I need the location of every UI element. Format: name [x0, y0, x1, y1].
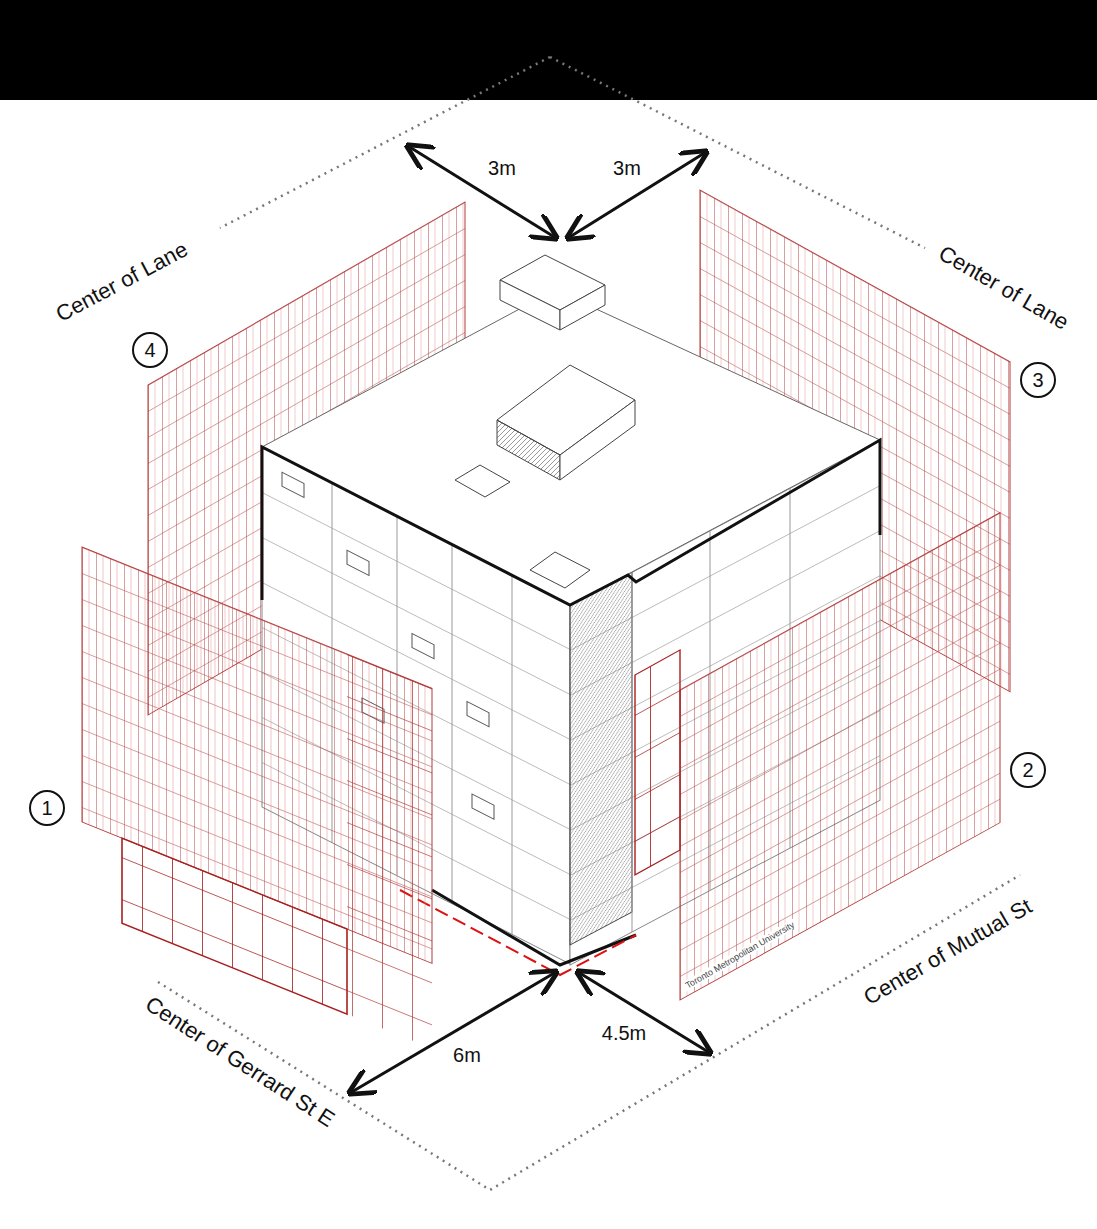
- street-centerline-label: Center of Mutual St: [857, 892, 1039, 1012]
- dimension-label: 6m: [450, 1044, 484, 1067]
- callout-number: 4: [144, 340, 155, 360]
- dimension-label: 3m: [485, 157, 519, 180]
- dimension-label: 4.5m: [599, 1022, 649, 1045]
- callout-circle: 4: [132, 332, 168, 368]
- callout-circle: 3: [1020, 362, 1056, 398]
- callout-circle: 1: [29, 790, 65, 826]
- dimension-label: 3m: [610, 157, 644, 180]
- street-centerline-label: Center of Gerrard St E: [138, 990, 341, 1134]
- street-centerline-label: Center of Lane: [49, 235, 195, 328]
- callout-number: 2: [1022, 760, 1033, 780]
- callout-number: 3: [1032, 370, 1043, 390]
- callout-circle: 2: [1010, 752, 1046, 788]
- street-centerline-label: Center of Lane: [932, 239, 1076, 337]
- callout-number: 1: [41, 798, 52, 818]
